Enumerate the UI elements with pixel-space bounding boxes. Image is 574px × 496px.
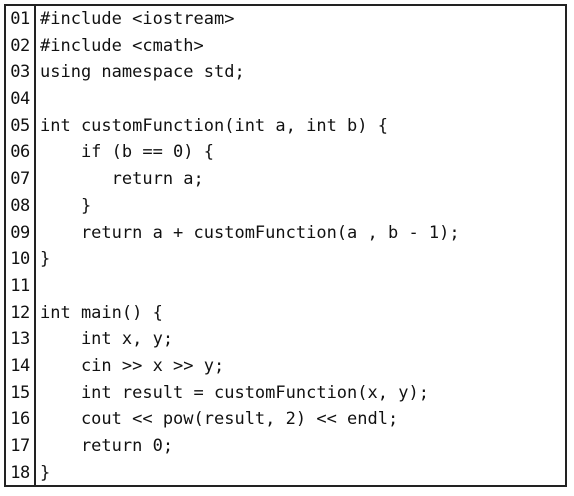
code-line: 16 cout << pow(result, 2) << endl;: [6, 406, 565, 433]
line-code: int customFunction(int a, int b) {: [40, 115, 388, 136]
line-number: 06: [10, 142, 30, 163]
code-line: 04: [6, 86, 565, 113]
line-number: 01: [10, 9, 30, 29]
code-line: 06 if (b == 0) {: [6, 139, 565, 166]
line-number: 11: [10, 275, 30, 296]
code-line: 10}: [6, 246, 565, 273]
code-line: 01 #include <iostream>: [6, 6, 565, 33]
code-line: 08 }: [6, 193, 565, 220]
line-code: cout << pow(result, 2) << endl;: [40, 409, 399, 430]
line-code: }: [40, 249, 51, 270]
line-number: 05: [10, 115, 30, 136]
line-code: int result = customFunction(x, y);: [40, 382, 429, 403]
line-code: #include <cmath>: [40, 35, 204, 56]
code-line: 14 cin >> x >> y;: [6, 353, 565, 380]
line-number: 18: [10, 462, 30, 483]
line-number: 16: [10, 409, 30, 430]
line-number: 07: [10, 169, 30, 190]
line-code: return a;: [40, 169, 204, 190]
line-number: 14: [10, 355, 30, 376]
line-code: cin >> x >> y;: [40, 355, 225, 376]
line-code: return a + customFunction(a , b - 1);: [40, 222, 460, 243]
gutter-divider: [34, 6, 36, 485]
code-line: 12 int main() {: [6, 300, 565, 327]
line-number: 15: [10, 382, 30, 403]
line-code: #include <iostream>: [40, 9, 235, 29]
line-code: }: [40, 462, 51, 483]
line-number: 10: [10, 249, 30, 270]
line-number: 04: [10, 89, 30, 110]
line-number: 09: [10, 222, 30, 243]
line-code: int main() {: [40, 302, 163, 323]
code-line: 05 int customFunction(int a, int b) {: [6, 113, 565, 140]
code-line: 11: [6, 273, 565, 300]
line-number: 13: [10, 329, 30, 350]
line-code: return 0;: [40, 436, 174, 456]
code-line: 15 int result = customFunction(x, y);: [6, 380, 565, 407]
line-number: 03: [10, 62, 30, 83]
code-listing: 01 #include <iostream> 02 #include <cmath>…: [4, 4, 567, 487]
code-line: 13 int x, y;: [6, 326, 565, 353]
line-number: 08: [10, 195, 30, 216]
line-code: }: [40, 195, 92, 216]
code-line: 18}: [6, 460, 565, 487]
line-number: 02: [10, 35, 30, 56]
code-line: 03 using namespace std;: [6, 59, 565, 86]
code-lines: 01 #include <iostream> 02 #include <cmath>…: [6, 6, 565, 486]
code-line: 02 #include <cmath>: [6, 33, 565, 60]
code-line: 09 return a + customFunction(a , b - 1);: [6, 220, 565, 247]
line-number: 12: [10, 302, 30, 323]
line-code: if (b == 0) {: [40, 142, 214, 163]
code-line: 17 return 0;: [6, 433, 565, 460]
code-line: 07 return a;: [6, 166, 565, 193]
line-code: using namespace std;: [40, 62, 245, 83]
line-code: int x, y;: [40, 329, 174, 350]
line-number: 17: [10, 436, 30, 456]
